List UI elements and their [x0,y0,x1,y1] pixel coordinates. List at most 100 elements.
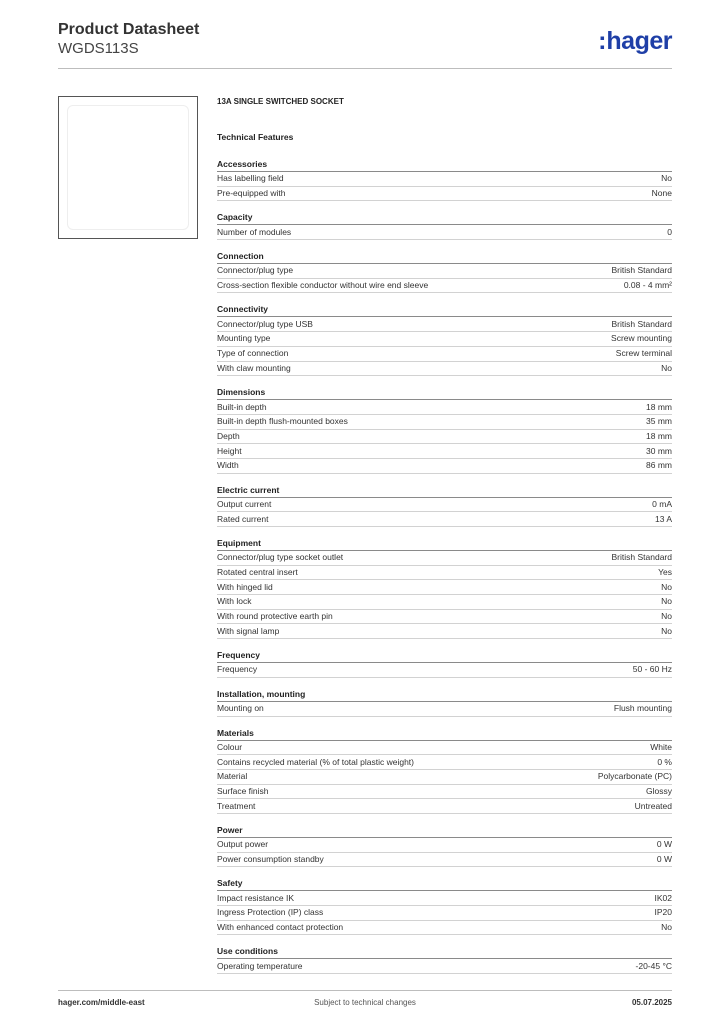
section-title: Equipment [217,537,672,551]
feature-value: 0 [667,226,672,237]
feature-label: Rotated central insert [217,567,298,578]
feature-value: 86 mm [646,460,672,471]
feature-row: Built-in depth 18 mm [217,400,672,415]
feature-value: 0 W [656,853,672,864]
feature-label: Built-in depth [217,401,267,412]
feature-value: 50 - 60 Hz [632,664,672,675]
feature-row: With round protective earth pin No [217,610,672,625]
section-title: Accessories [217,158,672,172]
feature-row: Operating temperature-20-45 °C [217,959,672,975]
feature-value: No [661,625,672,636]
header-divider [58,68,672,69]
feature-value: Screw terminal [615,348,672,359]
feature-row: Width 86 mm [217,459,672,474]
page-header: Product Datasheet WGDS113S :hager [58,20,672,68]
feature-row: Contains recycled material (% of total p… [217,755,672,770]
section-title: Connection [217,250,672,265]
feature-label: Ingress Protection (IP) class [217,907,324,918]
feature-label: Rated current [217,513,269,524]
hager-logo: :hager [598,26,672,56]
feature-label: Treatment [217,800,256,811]
feature-value: 35 mm [646,416,672,427]
feature-label: Depth [217,430,240,441]
section-title: Use conditions [217,945,672,960]
footer-divider [58,990,672,991]
feature-value: White [650,741,672,752]
technical-features-heading: Technical Features [217,132,294,142]
feature-label: Width [217,460,239,471]
feature-label: With enhanced contact protection [217,922,344,933]
feature-value: IK02 [654,892,673,903]
footer-website: hager.com/middle-east [58,998,145,1007]
feature-label: Output current [217,498,272,509]
feature-row: Cross-section flexible conductor without… [217,279,672,294]
product-name: 13A SINGLE SWITCHED SOCKET [217,97,344,106]
product-image [67,105,189,230]
feature-row: Rated current 13 A [217,512,672,527]
feature-value: No [661,611,672,622]
feature-value: Yes [658,567,672,578]
section-title: Connectivity [217,303,672,318]
feature-label: Frequency [217,664,258,675]
feature-label: Connector/plug type USB [217,318,313,329]
feature-label: Surface finish [217,785,269,796]
feature-label: Colour [217,741,243,752]
feature-label: Type of connection [217,348,289,359]
feature-value: -20-45 °C [635,960,672,971]
feature-value: British Standard [611,552,672,563]
feature-value: 18 mm [646,401,672,412]
logo-colon: : [598,27,606,55]
feature-row: Power consumption standby 0 W [217,853,672,868]
feature-row: Rotated central insert Yes [217,566,672,581]
feature-label: Pre-equipped with [217,188,286,199]
section-title: Capacity [217,211,672,226]
feature-row: Frequency 50 - 60 Hz [217,663,672,678]
feature-label: Connector/plug type socket outlet [217,552,344,563]
product-model: WGDS113S [58,40,139,57]
feature-value: None [651,188,672,199]
section-title: Dimensions [217,386,672,401]
section-title: Electric current [217,484,672,498]
feature-label: With hinged lid [217,581,273,592]
logo-text: hager [606,27,672,55]
feature-label: Connector/plug type [217,265,294,276]
footer-date: 05.07.2025 [631,998,672,1007]
feature-value: 13 A [654,513,672,524]
feature-value: 0.08 - 4 mm² [623,280,672,291]
page-footer: hager.com/middle-east Subject to technic… [58,998,672,1012]
feature-row: Output current 0 mA [217,498,672,513]
feature-label: Output power [217,839,269,850]
feature-label: Mounting on [217,703,264,714]
section-title: Materials [217,727,672,741]
feature-value: Polycarbonate (PC) [597,771,672,782]
feature-label: Contains recycled material (% of total p… [217,756,414,767]
feature-value: No [661,173,672,184]
feature-label: With round protective earth pin [217,611,333,622]
feature-row: Mounting on Flush mounting [217,702,672,717]
feature-value: 0 mA [652,498,672,509]
feature-label: Power consumption standby [217,853,324,864]
feature-row: With enhanced contact protection No [217,921,672,936]
feature-label: Mounting type [217,333,271,344]
feature-value: 0 W [656,839,672,850]
feature-value: Flush mounting [613,703,672,714]
feature-value: No [661,922,672,933]
product-image-frame [58,96,198,239]
